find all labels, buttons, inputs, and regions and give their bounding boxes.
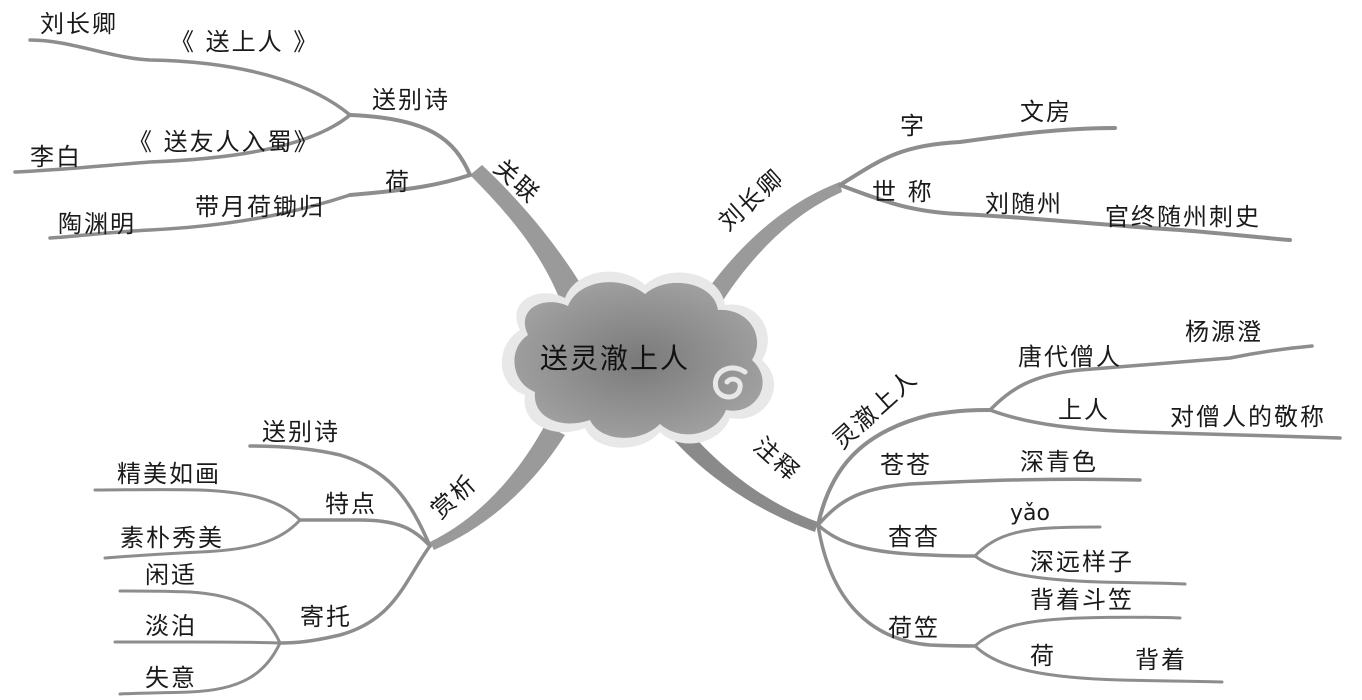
label-guanzhong: 官终随州刺史: [1105, 203, 1261, 231]
label-shicheng: 世 称: [872, 178, 934, 206]
label-author-liu: 刘长卿: [40, 10, 118, 38]
center-title: 送灵澈上人: [540, 342, 690, 375]
label-songyouren: 《 送友人入蜀》: [128, 128, 320, 156]
label-he-top: 荷: [385, 168, 411, 196]
branch-shangxi: 赏析 送别诗 特点 精美如画 素朴秀美 寄托 闲适 淡泊 失意: [95, 418, 483, 694]
branch-zhushi: 注释 灵澈上人 唐代僧人 杨源澄 上人 对僧人的敬称 苍苍 深青色 杳杳 yǎo…: [748, 318, 1340, 682]
center-cloud: 送灵澈上人: [502, 272, 774, 448]
label-liusuizhou: 刘随州: [985, 190, 1063, 218]
label-wenfang: 文房: [1020, 98, 1072, 126]
label-lingche: 灵澈上人: [827, 364, 923, 454]
label-shenyuan: 深远样子: [1030, 548, 1134, 576]
label-xianshi: 闲适: [145, 561, 197, 589]
label-zhushi: 注释: [748, 432, 805, 488]
label-yaoyao: 杳杳: [888, 523, 940, 551]
label-beizhedouli: 背着斗笠: [1030, 586, 1134, 614]
label-songbieshi-top: 送别诗: [372, 86, 450, 114]
label-heli: 荷笠: [888, 614, 940, 642]
label-danbo: 淡泊: [145, 612, 197, 640]
label-supu: 素朴秀美: [120, 524, 224, 552]
label-pinyin-yao: yǎo: [1010, 501, 1050, 526]
label-author-tao: 陶渊明: [58, 210, 136, 238]
label-tedian: 特点: [325, 490, 377, 518]
branch-liuchangqing: 刘长卿 字 文房 世 称 刘随州 官终随州刺史: [713, 98, 1290, 240]
label-beizhe: 背着: [1135, 646, 1187, 674]
label-yangyuancheng: 杨源澄: [1185, 318, 1263, 346]
label-jingcheng: 对僧人的敬称: [1170, 403, 1326, 431]
label-songshangren: 《 送上人 》: [170, 28, 319, 56]
label-shenqingse: 深青色: [1020, 448, 1098, 476]
branch-guanlian: 关联 送别诗 荷 《 送上人 》 刘长卿 《 送友人入蜀》 李白 带月荷锄归 陶…: [15, 10, 545, 238]
label-shangren: 上人: [1058, 396, 1110, 424]
label-zi: 字: [900, 112, 926, 140]
label-author-li: 李白: [30, 143, 82, 171]
label-jituo: 寄托: [300, 603, 352, 631]
label-he-carry: 荷: [1030, 642, 1056, 670]
label-jingmei: 精美如画: [117, 460, 221, 488]
label-tangdai: 唐代僧人: [1018, 343, 1122, 371]
label-daiyue: 带月荷锄归: [195, 193, 325, 221]
label-songbieshi-bottom: 送别诗: [262, 418, 340, 446]
label-shiyi: 失意: [145, 664, 197, 692]
label-cangcang: 苍苍: [880, 451, 932, 479]
